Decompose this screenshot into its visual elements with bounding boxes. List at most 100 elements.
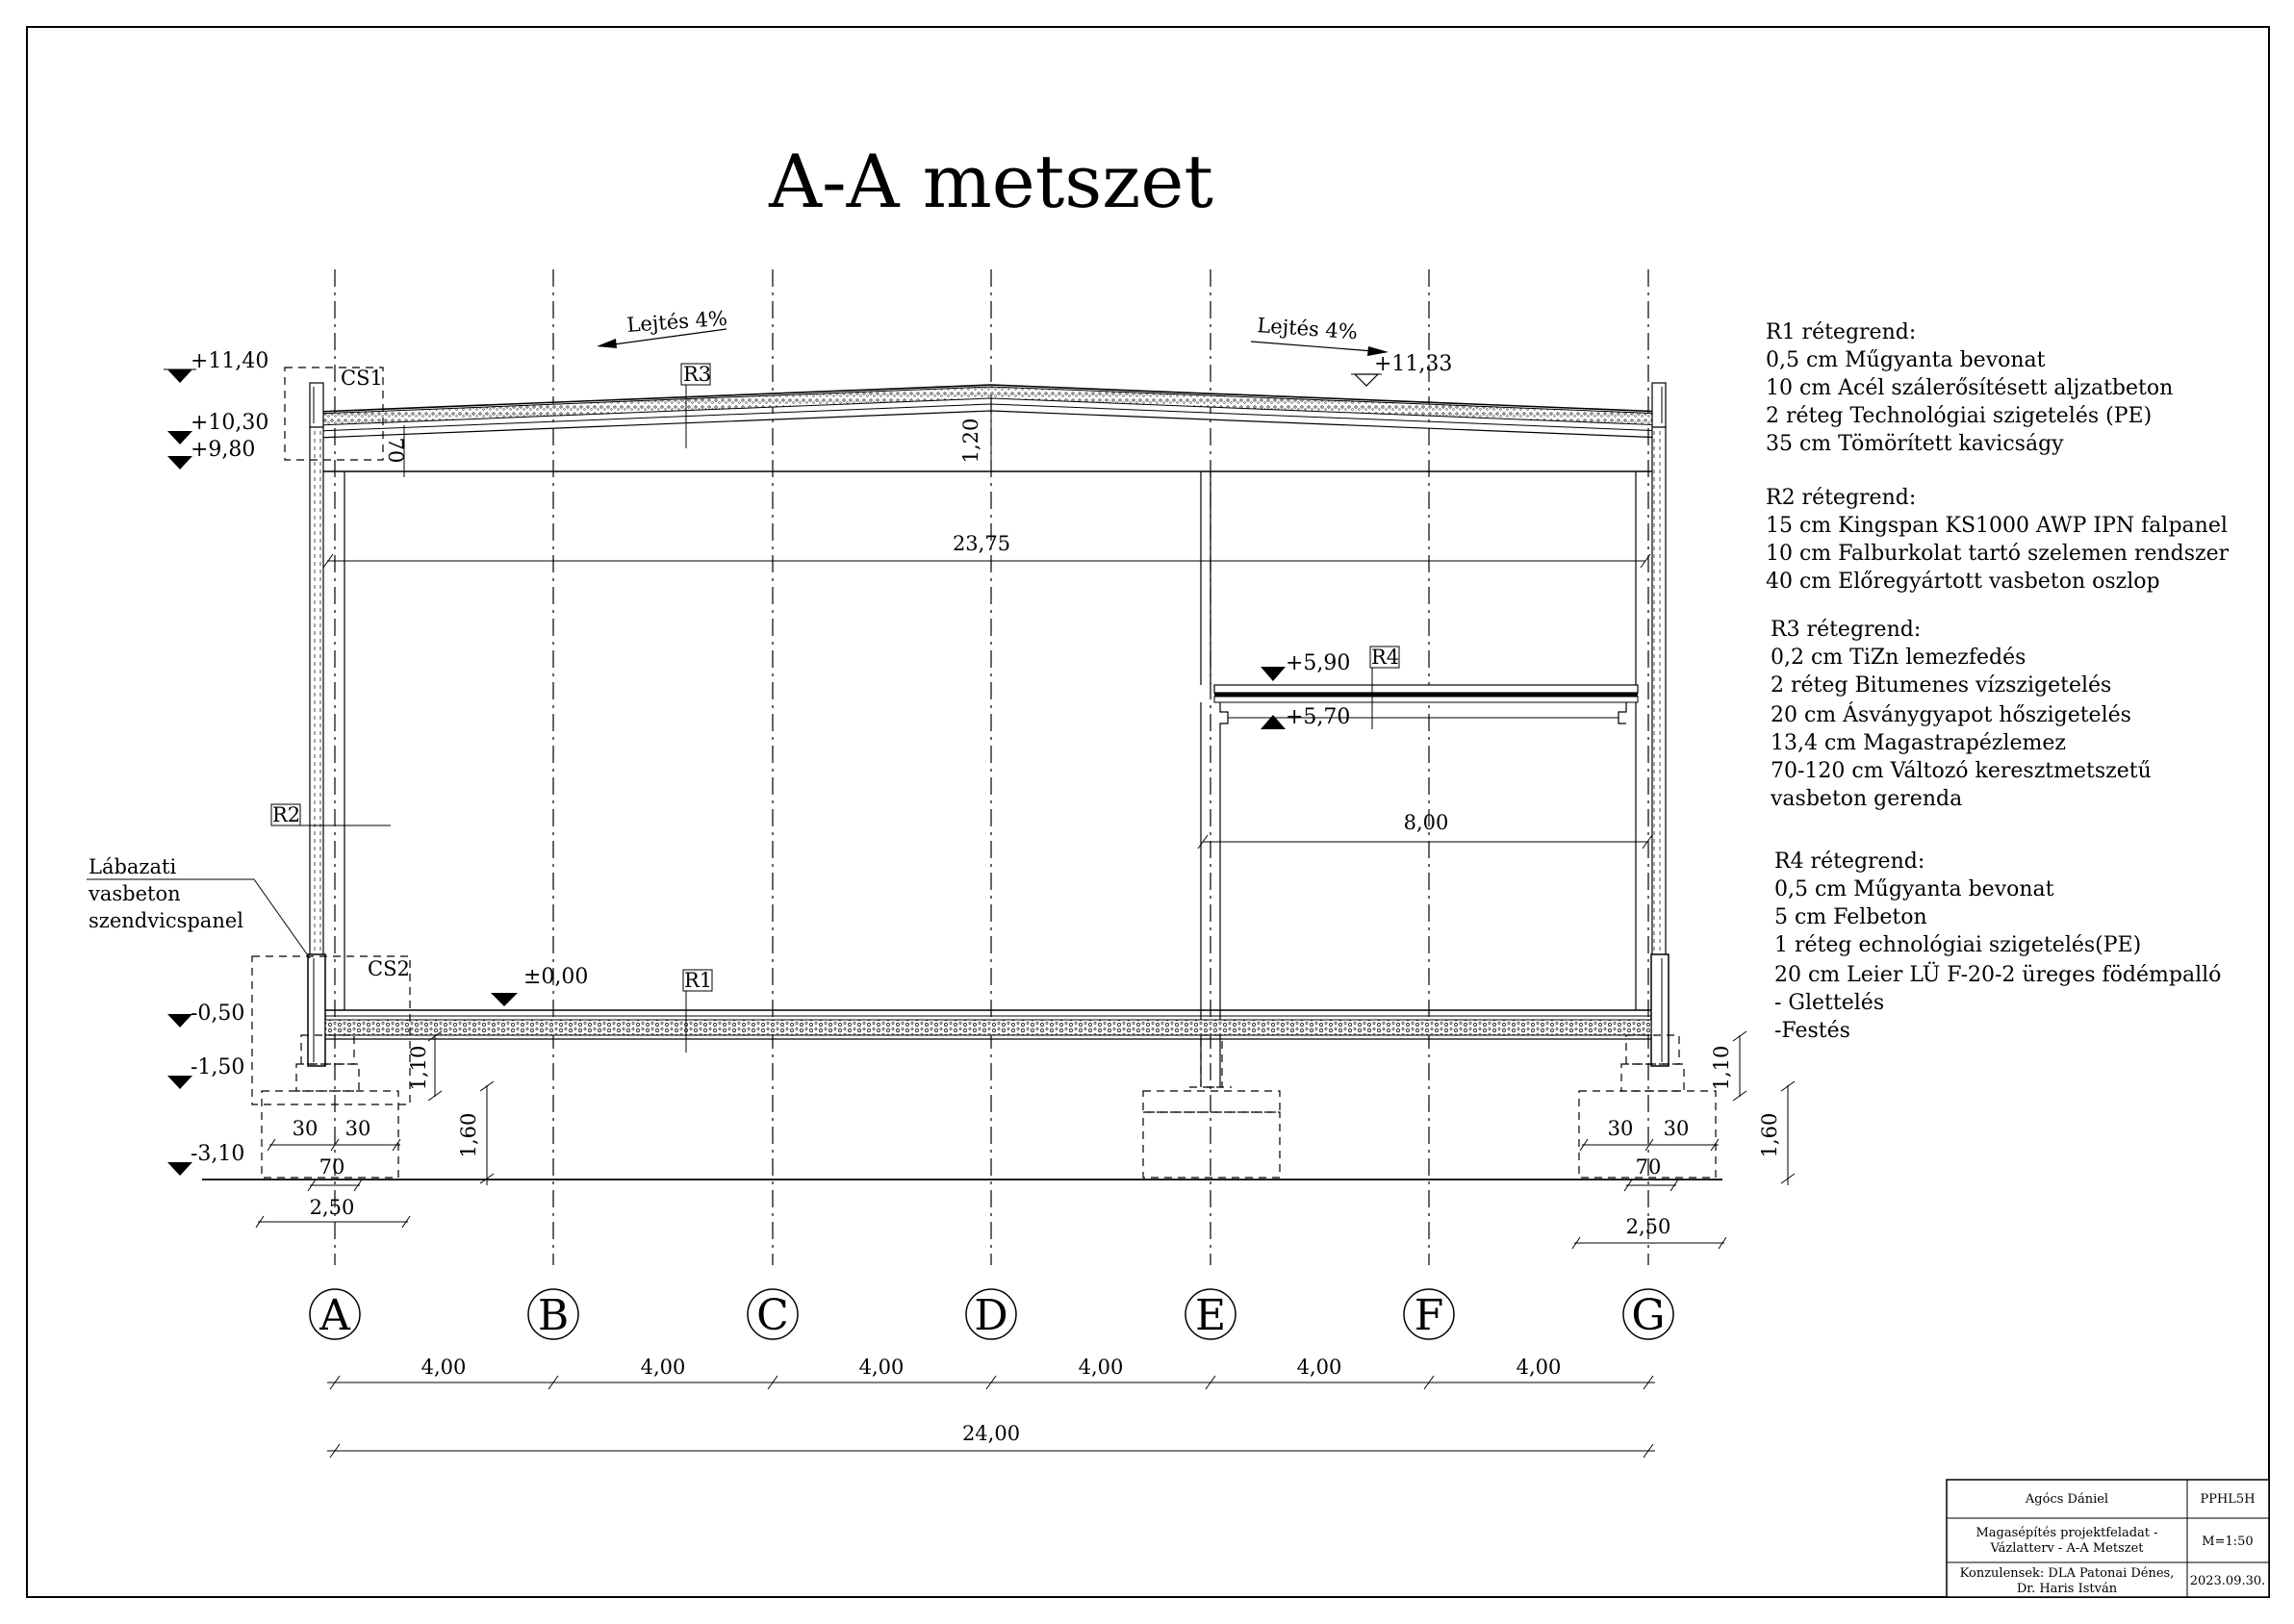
level-m310: -3,10 [191,1142,244,1166]
dim-bay-fg: 4,00 [1517,1356,1562,1379]
dim-w70-left: 70 [319,1155,345,1179]
tb-project-2: Vázlatterv - A-A Metszet [1989,1541,2144,1556]
spec-r3-line: 13,4 cm Magastrapézlemez [1771,731,2066,755]
dim-found-depth-right: 1,10 [1710,1046,1733,1091]
dim-bay-de: 4,00 [1079,1356,1124,1379]
tb-consultants-2: Dr. Haris István [2017,1582,2118,1596]
spec-r4-line: 1 réteg echnológiai szigetelés(PE) [1774,933,2141,957]
tag-cs2: CS2 [368,957,410,980]
parapet-left [309,382,324,428]
axis-label-d: D [974,1291,1007,1340]
tb-code: PPHL5H [2200,1492,2255,1507]
dim-footing-height-right: 1,60 [1758,1113,1781,1158]
dim-w250-left: 2,50 [310,1196,355,1219]
spec-r3-line: 2 réteg Bitumenes vízszigetelés [1771,673,2111,698]
plinth-annotation: Lábazati vasbeton szendvicspanel [87,855,311,959]
tb-date: 2023.09.30. [2190,1574,2266,1588]
level-590: +5,90 [1286,651,1350,675]
wall-panel-right [1651,426,1667,963]
level-m150: -1,50 [191,1055,244,1079]
spec-r1-line: 35 cm Tömörített kavicságy [1766,432,2064,456]
spec-r4-line: - Glettelés [1774,991,1884,1015]
detail-cs2 [251,955,411,1105]
mezz-slab-finish [1214,693,1638,697]
dim-bay-cd: 4,00 [859,1356,905,1379]
axis-bubble-d [965,1288,1017,1340]
tb-project-1: Magasépítés projektfeladat - [1975,1526,2157,1540]
spec-r3-line: 20 cm Ásványgyapot hőszigetelés [1771,701,2131,727]
layer-tags: CS1 CS2 R3 R2 R4 R1 [270,363,1400,1053]
spec-r2-line: 15 cm Kingspan KS1000 AWP IPN falpanel [1766,514,2228,538]
dim-bay-ef: 4,00 [1297,1356,1342,1379]
dim-w30-right-b: 30 [1664,1117,1690,1140]
axis-bubble-g [1622,1288,1674,1340]
plinth-label-line-3: szendvicspanel [89,909,243,932]
level-1133: +11,33 [1374,352,1452,376]
level-markers: +11,40 +10,30 +9,80 +11,33 +5,90 +5,70 ±… [164,349,1452,1176]
spec-r3-line: 0,2 cm TiZn lemezfedés [1771,646,2026,670]
spec-r3-line: 70-120 cm Változó keresztmetszetű [1771,759,2152,783]
axis-bubble-b [527,1288,579,1340]
parapet-right [1651,382,1667,428]
axis-label-g: G [1631,1291,1665,1340]
dim-mezz-span: 8,00 [1404,811,1449,834]
dim-beam-height: 1,20 [959,419,982,464]
wall-panel-left [309,426,324,963]
slope-label-right: Lejtés 4% [1257,314,1359,343]
spec-r1-line: 0,5 cm Műgyanta bevonat [1766,348,2046,372]
spec-r2-line: 10 cm Falburkolat tartó szelemen rendsze… [1766,542,2230,566]
mezzanine [1200,471,1639,1087]
dim-bay-ab: 4,00 [421,1356,467,1379]
dim-found-depth-left: 1,10 [407,1046,430,1091]
slope-label-left: Lejtés 4% [626,307,728,337]
tb-consultants-1: Konzulensek: DLA Patonai Dénes, [1960,1566,2175,1581]
mezz-slab-top [1213,684,1639,694]
axis-bubble-e [1185,1288,1236,1340]
axis-bubble-a [309,1288,361,1340]
spec-r3-line: vasbeton gerenda [1770,787,1962,811]
plinth-panel-right [1650,953,1670,1067]
floor-gravel [324,1019,1652,1036]
axis-bubbles: A B C D E F G [309,1288,1674,1340]
spec-r4-line: 5 cm Felbeton [1774,905,1927,929]
tag-r4: R4 [1371,646,1399,669]
tag-r3: R3 [683,363,711,386]
dim-w30-left-a: 30 [293,1117,319,1140]
axis-label-c: C [756,1291,789,1340]
spec-r1-title: R1 rétegrend: [1766,320,1916,344]
spec-r2-title: R2 rétegrend: [1766,486,1916,510]
dimensions: 23,75 1,20 70 8,00 1,10 1,60 1,10 1,60 [255,394,1796,1459]
spec-r2-line: 40 cm Előregyártott vasbeton oszlop [1766,570,2160,594]
floor-slab [324,1009,1652,1040]
level-m050: -0,50 [191,1002,244,1026]
tag-r1: R1 [684,969,712,992]
axis-label-b: B [538,1291,569,1340]
axis-bubble-c [747,1288,799,1340]
level-980: +9,80 [191,438,255,462]
dim-w70-right: 70 [1636,1155,1662,1179]
slope-indicators: Lejtés 4% Lejtés 4% [597,307,1389,356]
level-570: +5,70 [1286,705,1350,729]
dim-total: 24,00 [962,1422,1020,1445]
spec-r4-line: 20 cm Leier LÜ F-20-2 üreges födémpalló [1774,961,2221,987]
title-block: Agócs Dániel PPHL5H Magasépítés projektf… [1946,1479,2270,1598]
spec-r3-title: R3 rétegrend: [1771,618,1921,642]
dim-w30-left-b: 30 [345,1117,371,1140]
roof-covering [317,384,1666,413]
dim-footing-height-left: 1,60 [457,1113,480,1158]
axis-label-a: A [319,1291,351,1340]
axis-label-e: E [1195,1291,1226,1340]
dim-w250-right: 2,50 [1626,1215,1671,1238]
axis-label-f: F [1415,1291,1444,1340]
spec-r4-line: -Festés [1774,1019,1850,1043]
walls [307,426,1670,1067]
spec-r1-line: 10 cm Acél szálerősítésett aljzatbeton [1766,376,2173,400]
spec-r1-line: 2 réteg Technológiai szigetelés (PE) [1766,404,2152,428]
plinth-label-line-2: vasbeton [88,882,181,905]
spec-r4-title: R4 rétegrend: [1774,850,1924,874]
sheet-border [26,26,2270,1598]
dim-bay-bc: 4,00 [641,1356,686,1379]
drawing-title: A-A metszet [768,139,1213,224]
